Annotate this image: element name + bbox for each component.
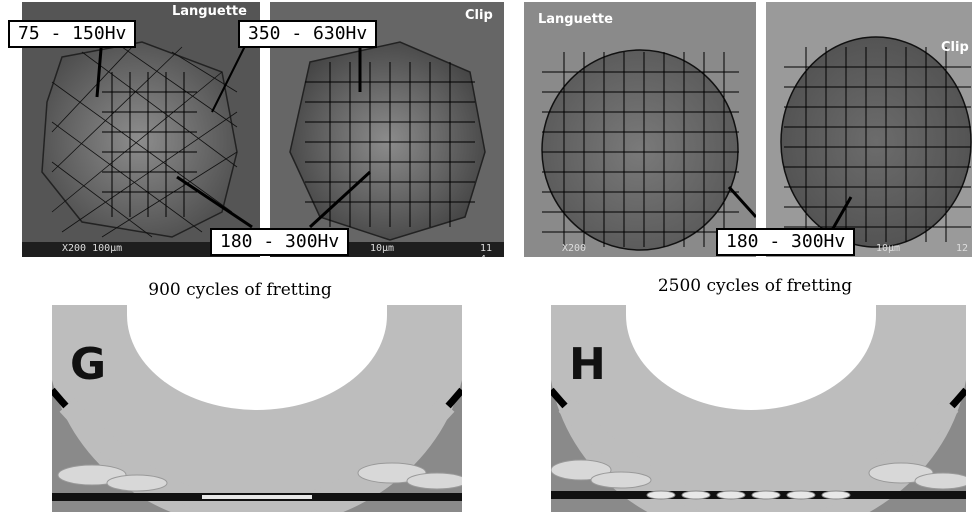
label-clip: Clip — [941, 40, 969, 55]
caption-900-cycles: 900 cycles of fretting — [148, 280, 332, 300]
hardness-label-180-300: 180 - 300Hv — [210, 228, 350, 256]
scale-bar-text: X200 100μm — [62, 243, 123, 254]
hardness-label-350-630: 350 - 630Hv — [238, 20, 378, 48]
hardness-label-180-300: 180 - 300Hv — [716, 228, 856, 256]
panel-letter-g: G — [70, 339, 107, 390]
cylinder-hollow — [626, 305, 876, 410]
cylinder-hollow — [127, 305, 387, 410]
label-languette: Languette — [538, 12, 613, 27]
image-corner-code: 12 — [956, 243, 969, 254]
pointer-line — [176, 175, 253, 229]
label-languette: Languette — [172, 4, 247, 19]
schematic-panel-g: G — [52, 305, 462, 512]
label-clip: Clip — [465, 8, 493, 23]
sem-panel-2500-clip: Clip 10μm 12 — [766, 2, 972, 257]
sem-image-clip-2500 — [766, 2, 972, 257]
image-corner-code: 11 4 — [480, 243, 493, 257]
scale-bar-text: X200 — [562, 243, 587, 254]
pointer-line — [727, 185, 756, 219]
scale-bar-text: 10μm — [876, 243, 901, 254]
pointer-line — [308, 170, 372, 229]
schematic-panel-h: H — [551, 305, 966, 512]
pointer-line — [829, 196, 853, 233]
contact-schematic-h — [551, 305, 966, 512]
scale-bar-text: 10μm — [370, 243, 395, 254]
sem-panel-2500-languette: Languette X200 — [524, 2, 756, 257]
panel-letter-h: H — [569, 339, 606, 390]
sem-image-languette-2500 — [524, 2, 756, 257]
caption-2500-cycles: 2500 cycles of fretting — [657, 276, 853, 296]
hardness-label-75-150: 75 - 150Hv — [8, 20, 137, 48]
contact-schematic-g — [52, 305, 462, 512]
